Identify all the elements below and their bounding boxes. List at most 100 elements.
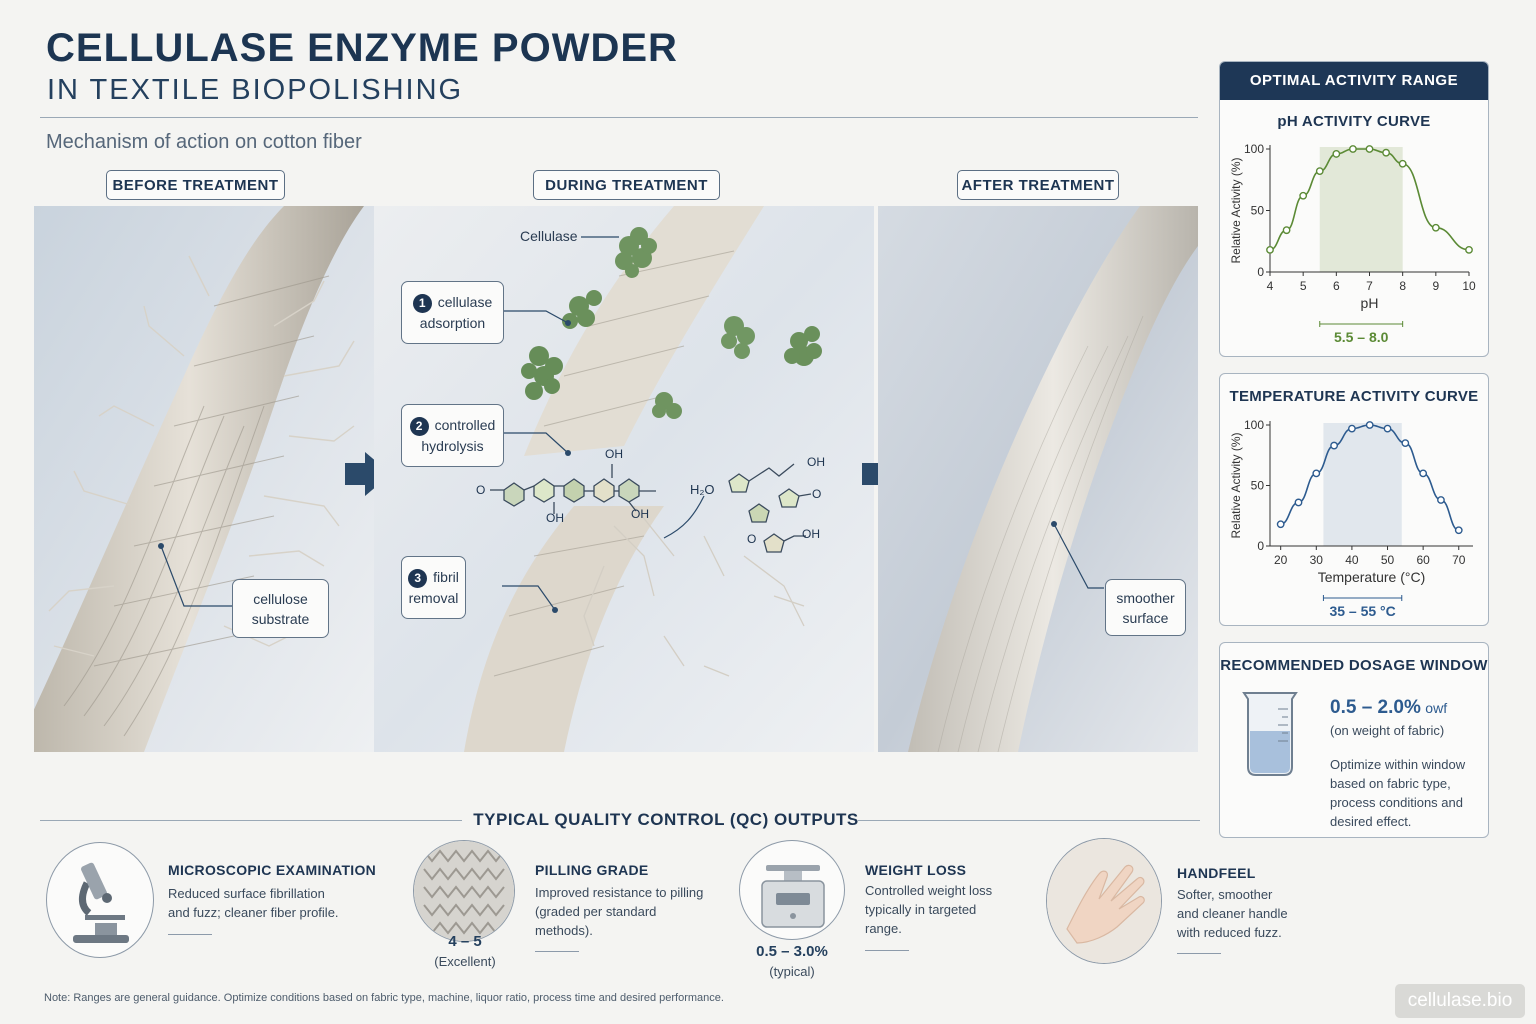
molecule-oh-label: OH (802, 527, 820, 541)
pilling-grade-value: 4 – 5 (448, 933, 482, 950)
qc-item-title: MICROSCOPIC EXAMINATION (168, 862, 377, 878)
hand-icon (1047, 839, 1161, 963)
step-number: 3 (408, 568, 428, 588)
qc-text-line: with reduced fuzz. (1177, 925, 1282, 940)
water-label: H₂O (690, 482, 715, 497)
qc-item-text: Reduced surface fibrillation and fuzz; c… (168, 884, 339, 922)
qc-item-title: HANDFEEL (1177, 865, 1256, 881)
cellulase-label: Cellulase (520, 228, 578, 244)
qc-text-line: methods). (535, 923, 593, 938)
qc-text-line: range. (865, 921, 902, 936)
molecule-o-label: O (747, 532, 757, 546)
data-point (1365, 421, 1374, 429)
x-tick-label: 4 (1267, 279, 1274, 293)
data-point (1312, 469, 1321, 478)
cellulose-substrate-callout: cellulose substrate (232, 579, 329, 638)
step-text: hydrolysis (421, 437, 484, 454)
qc-text-line: Softer, smoother (1177, 887, 1273, 902)
ph-activity-card: OPTIMAL ACTIVITY RANGE pH ACTIVITY CURVE… (1219, 61, 1489, 357)
data-point (1431, 223, 1440, 232)
qc-icon-circle (1046, 838, 1162, 964)
stage-label-before: BEFORE TREATMENT (106, 170, 285, 200)
qc-underline (865, 950, 909, 951)
page-title-line2: IN TEXTILE BIOPOLISHING (47, 74, 464, 106)
qc-section-title: TYPICAL QUALITY CONTROL (QC) OUTPUTS (473, 810, 859, 829)
data-point (1294, 498, 1303, 507)
x-tick-label: 50 (1381, 553, 1395, 567)
step-text: controlled (434, 417, 496, 434)
qc-text-line: Controlled weight loss (865, 883, 993, 898)
ph-chart-title: pH ACTIVITY CURVE (1277, 113, 1431, 130)
callout-line: cellulose (253, 590, 308, 607)
qc-divider-right (858, 820, 1200, 821)
molecule-oh-label: OH (546, 511, 564, 525)
data-point (1330, 441, 1339, 450)
step-2-callout: 2 controlled hydrolysis (401, 404, 504, 467)
callout-line: smoother (1116, 589, 1175, 606)
qc-text-line: Reduced surface fibrillation (168, 886, 325, 901)
step-number: 1 (412, 293, 432, 313)
dosage-unit: owf (1425, 700, 1448, 716)
y-tick-label: 50 (1251, 479, 1265, 493)
qc-text-line: and fuzz; cleaner fiber profile. (168, 905, 339, 920)
enzyme-hydrolysis-illustration (374, 206, 874, 752)
data-point (1401, 439, 1410, 448)
before-treatment-panel: cellulose substrate (34, 206, 374, 752)
data-point (1266, 245, 1274, 254)
y-tick-label: 0 (1257, 539, 1264, 553)
molecule-o-label: O (476, 483, 486, 497)
knit-fabric-icon (414, 841, 514, 941)
dosage-value-row: 0.5 – 2.0% owf (1330, 697, 1447, 719)
step-text: fibril (433, 569, 459, 586)
qc-item-text: Improved resistance to pilling (graded p… (535, 883, 703, 940)
data-point (1349, 145, 1357, 153)
smoother-surface-callout: smoother surface (1105, 579, 1186, 636)
molecule-oh-label: OH (631, 507, 649, 521)
qc-underline (1177, 953, 1221, 954)
data-point (1276, 520, 1285, 529)
dosage-title: RECOMMENDED DOSAGE WINDOW (1220, 657, 1488, 674)
qc-divider-left (40, 820, 462, 821)
molecule-oh-label: OH (807, 455, 825, 469)
x-tick-label: 40 (1345, 553, 1359, 567)
y-tick-label: 100 (1244, 418, 1264, 432)
step-3-callout: 3 fibril removal (401, 556, 466, 619)
smooth-fiber-illustration (878, 206, 1198, 752)
molecule-o-label: O (812, 487, 822, 501)
qc-text-line: (graded per standard (535, 904, 657, 919)
optimal-range-band (1319, 147, 1403, 272)
after-treatment-panel: smoother surface (878, 206, 1198, 752)
data-point (1299, 191, 1308, 200)
qc-icon-circle (739, 840, 845, 940)
x-tick-label: 6 (1333, 279, 1340, 293)
data-point (1419, 469, 1428, 478)
weight-loss-value: 0.5 – 3.0% (756, 943, 828, 960)
molecule-oh-label: OH (605, 447, 623, 461)
callout-line: surface (1122, 609, 1169, 626)
data-point (1282, 226, 1291, 235)
step-text: removal (408, 589, 459, 606)
x-tick-label: 9 (1432, 279, 1439, 293)
y-tick-label: 50 (1251, 204, 1265, 218)
qc-text-line: typically in targeted (865, 902, 977, 917)
x-tick-label: 70 (1452, 553, 1466, 567)
weight-loss-sub: (typical) (769, 964, 815, 979)
qc-item-title: WEIGHT LOSS (865, 862, 967, 878)
microscope-icon (73, 862, 129, 943)
glucose-chain-molecule (490, 464, 656, 514)
data-point (1437, 496, 1445, 504)
qc-underline (168, 934, 212, 935)
qc-item-text: Softer, smoother and cleaner handle with… (1177, 885, 1288, 942)
x-tick-label: 60 (1416, 553, 1430, 567)
qc-item-text: Controlled weight loss typically in targ… (865, 881, 992, 938)
site-badge[interactable]: cellulase.bio (1395, 984, 1525, 1018)
dosage-note: Optimize within window based on fabric t… (1330, 757, 1466, 829)
x-tick-label: 8 (1399, 279, 1406, 293)
x-axis-label: Temperature (°C) (1318, 569, 1426, 585)
page-subtitle: Mechanism of action on cotton fiber (46, 131, 362, 153)
data-point (1382, 148, 1390, 157)
step-number: 2 (409, 416, 429, 436)
